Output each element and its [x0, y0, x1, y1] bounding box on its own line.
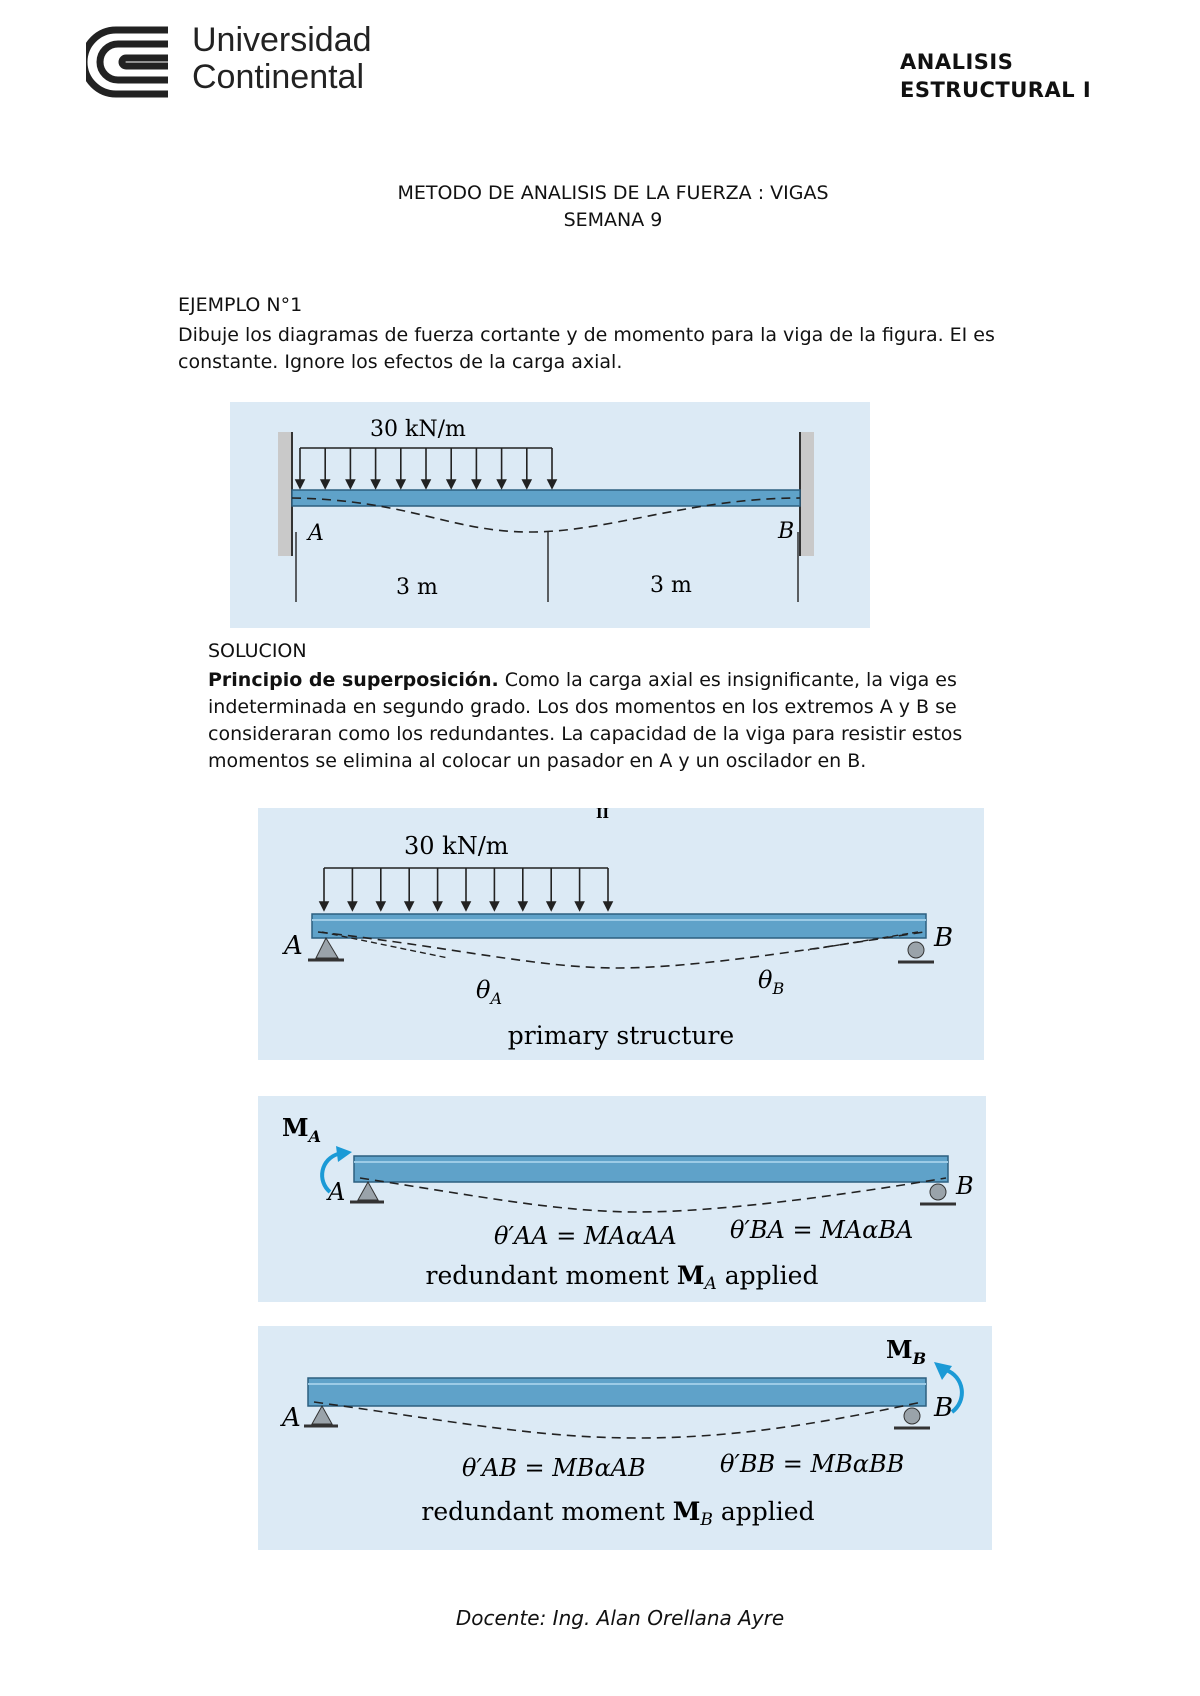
footer-instructor: Docente: Ing. Alan Orellana Ayre [455, 1606, 785, 1630]
equation-2: θ′BA = MAαBA [730, 1216, 913, 1244]
university-logo-icon [86, 26, 168, 98]
load-arrowhead [496, 479, 507, 490]
solution-heading: SOLUCION [208, 640, 307, 662]
equation-1: θ′AA = MAαAA [494, 1222, 677, 1250]
deflected-shape [359, 1177, 947, 1213]
solution-bold-lead: Principio de superposición. [208, 669, 499, 691]
load-arrowhead [347, 901, 358, 912]
load-arrowhead [294, 479, 306, 490]
figure-primary-structure: II 30 kN/m A B θA θB primary structure [258, 808, 984, 1060]
course-line2: ESTRUCTURAL I [900, 78, 1092, 102]
logo-line2: Continental [192, 58, 365, 96]
figure-caption: primary structure [508, 1021, 734, 1050]
title-line2: SEMANA 9 [563, 209, 663, 231]
load-arrowhead [345, 479, 356, 490]
equation-1: θ′AB = MBαAB [462, 1454, 646, 1482]
solution-text: Principio de superposición. Como la carg… [208, 667, 1028, 775]
load-arrowhead [395, 479, 407, 490]
figure-caption: redundant moment MA applied [426, 1261, 819, 1294]
beam [307, 1377, 927, 1407]
deflected-shape [317, 931, 925, 969]
rocker-support-icon [929, 1183, 947, 1201]
load-arrowhead [319, 479, 331, 490]
load-arrowhead [432, 901, 443, 912]
wall-left-icon [278, 432, 292, 556]
moment-arrow-icon [945, 1368, 964, 1414]
theta-b-label: θB [758, 966, 784, 998]
distributed-load-arrows [318, 867, 614, 912]
beam [311, 913, 927, 939]
load-arrowhead [370, 479, 381, 490]
logo-line1: Universidad [192, 21, 372, 59]
pin-support-icon [357, 1180, 379, 1201]
load-arrowhead [546, 479, 558, 490]
course-name: ANALISIS ESTRUCTURAL I [900, 48, 1091, 104]
figure-redundant-ma: MA A B θ′AA = MAαAA θ′BA = MAαBA redunda… [258, 1096, 986, 1302]
moment-arrow-icon [320, 1152, 339, 1194]
load-arrowhead [489, 901, 500, 912]
support-a-label: A [326, 1178, 345, 1206]
page-title: METODO DE ANALISIS DE LA FUERZA : VIGAS … [0, 180, 1200, 234]
beam [353, 1155, 949, 1183]
title-line1: METODO DE ANALISIS DE LA FUERZA : VIGAS [397, 182, 829, 204]
support-a-label: A [306, 521, 324, 546]
distributed-load-arrows [294, 447, 558, 490]
theta-a-label: θA [476, 976, 502, 1008]
load-arrowhead [375, 901, 387, 912]
load-arrowhead [545, 901, 557, 912]
deflected-shape [313, 1401, 923, 1439]
support-a-label: A [280, 1403, 301, 1433]
load-label: 30 kN/m [370, 417, 466, 442]
solution-body: Como la carga axial es insignificante, l… [208, 669, 963, 772]
load-label: 30 kN/m [404, 832, 509, 860]
pin-support-icon [315, 936, 339, 959]
figure-caption: redundant moment MB applied [421, 1497, 814, 1530]
load-arrowhead [521, 479, 533, 490]
university-name: Universidad Continental [192, 22, 372, 96]
support-a-label: A [282, 931, 303, 961]
pin-support-icon [311, 1404, 333, 1425]
figure-fixed-beam: A B 30 kN/m 3 m 3 m [230, 402, 870, 628]
load-arrowhead [403, 901, 415, 912]
support-b-label: B [933, 1393, 953, 1423]
load-arrowhead [602, 901, 614, 912]
span2-label: 3 m [650, 573, 692, 598]
deflected-shape [291, 497, 801, 533]
span1-label: 3 m [396, 575, 438, 600]
load-arrowhead [574, 901, 585, 912]
wall-right-icon [800, 432, 814, 556]
figure-redundant-mb: MB A B θ′AB = MBαAB θ′BB = MBαBB redunda… [258, 1326, 992, 1550]
load-arrowhead [445, 479, 457, 490]
load-arrowhead [517, 901, 529, 912]
example-text: Dibuje los diagramas de fuerza cortante … [178, 324, 995, 373]
equation-2: θ′BB = MBαBB [720, 1450, 904, 1478]
load-arrowhead [471, 479, 482, 490]
support-b-label: B [955, 1172, 974, 1200]
load-arrowhead [318, 901, 330, 912]
rocker-support-icon [903, 1407, 921, 1425]
load-arrowhead [460, 901, 472, 912]
rocker-support-icon [907, 941, 925, 959]
moment-label: MA [282, 1113, 321, 1146]
support-b-label: B [777, 519, 794, 544]
load-arrowhead [420, 479, 432, 490]
support-b-label: B [933, 923, 953, 953]
moment-label: MB [886, 1335, 926, 1368]
top-mark: II [596, 808, 609, 822]
example-heading: EJEMPLO N°1 [178, 294, 303, 316]
course-line1: ANALISIS [900, 50, 1014, 74]
